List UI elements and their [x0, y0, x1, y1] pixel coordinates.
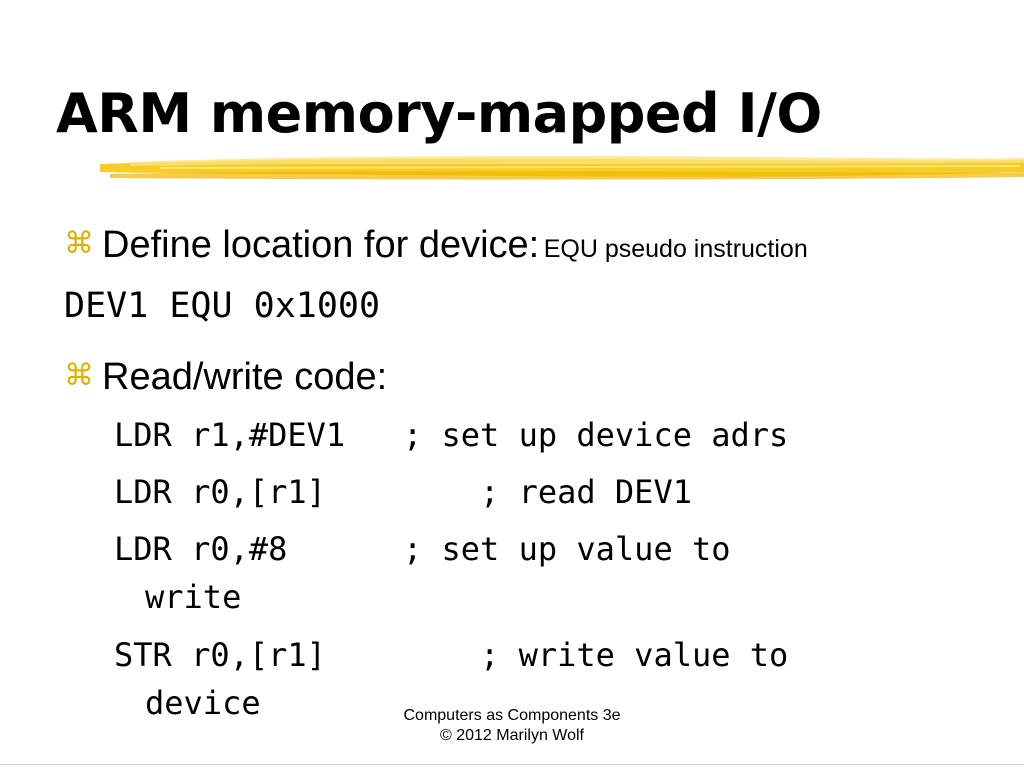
footer-book-title: Computers as Components 3e: [403, 707, 621, 724]
bottom-divider: [0, 764, 1024, 765]
slide-title: ARM memory-mapped I/O: [56, 82, 822, 145]
bullet-define-location: ⌘Define location for device: EQU pseudo …: [64, 224, 808, 267]
slide-footer: Computers as Components 3e © 2012 Marily…: [360, 706, 664, 746]
code-line: STR r0,[r1] ; write value to: [114, 636, 789, 674]
command-bullet-icon: ⌘: [64, 226, 94, 261]
code-line-continuation: device: [145, 684, 261, 722]
footer-copyright: © 2012 Marilyn Wolf: [440, 727, 584, 744]
code-line: LDR r0,#8 ; set up value to: [114, 530, 731, 568]
bullet-read-write-code: ⌘Read/write code:: [64, 356, 387, 399]
title-brush-underline: [100, 156, 1024, 180]
code-line: LDR r1,#DEV1 ; set up device adrs: [114, 416, 789, 454]
code-definition: DEV1 EQU 0x1000: [64, 286, 381, 326]
code-line-continuation: write: [145, 578, 242, 616]
bullet-text: Define location for device:: [102, 224, 540, 266]
code-line: LDR r0,[r1] ; read DEV1: [114, 473, 692, 511]
bullet-text: Read/write code:: [102, 356, 388, 398]
command-bullet-icon: ⌘: [64, 358, 94, 393]
bullet-subtext: EQU pseudo instruction: [543, 235, 808, 263]
